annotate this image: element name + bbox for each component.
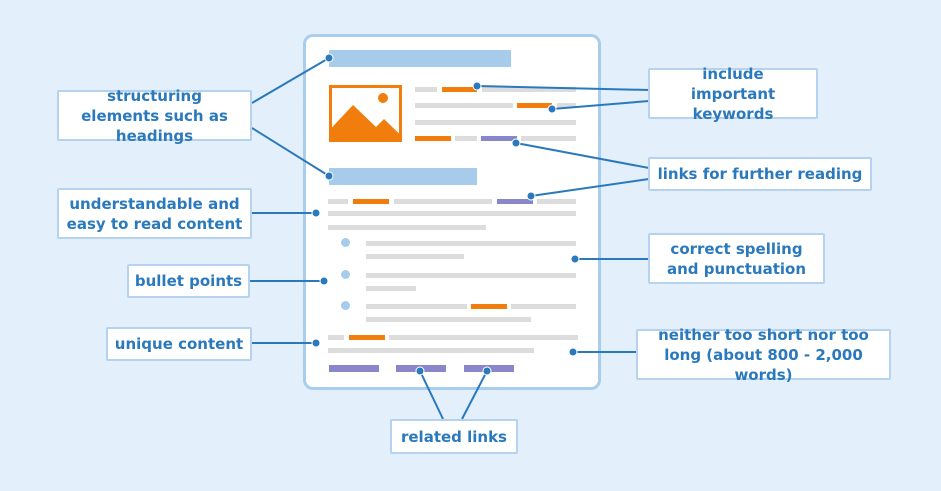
- text-line: [366, 317, 531, 322]
- label-bullet-points: bullet points: [127, 264, 250, 298]
- text-line: [328, 335, 344, 340]
- keyword-mark: [349, 335, 385, 340]
- connector-dot: [526, 191, 536, 201]
- text-line: [455, 136, 477, 141]
- bullet-point: [341, 301, 350, 310]
- keyword-mark: [442, 87, 477, 92]
- heading-bar-1: [329, 50, 511, 67]
- text-line: [328, 225, 486, 230]
- keyword-mark: [415, 136, 451, 141]
- heading-bar-2: [329, 168, 477, 185]
- text-line: [521, 136, 576, 141]
- link-mark[interactable]: [497, 199, 533, 204]
- connector-dot: [415, 366, 425, 376]
- image-placeholder-icon: [329, 85, 402, 142]
- text-line: [511, 304, 576, 309]
- text-line: [394, 199, 492, 204]
- related-link-1[interactable]: [329, 365, 379, 372]
- label-spelling: correct spelling and punctuation: [648, 233, 825, 284]
- text-line: [366, 273, 576, 278]
- text-line: [328, 348, 534, 353]
- link-mark[interactable]: [481, 136, 517, 141]
- keyword-mark: [353, 199, 389, 204]
- label-unique-content: unique content: [106, 327, 252, 361]
- text-line: [557, 103, 576, 108]
- connector-dot: [311, 338, 321, 348]
- connector-dot: [324, 171, 334, 181]
- label-length: neither too short nor too long (about 80…: [636, 326, 891, 384]
- connector-dot: [570, 254, 580, 264]
- connector-dot: [324, 53, 334, 63]
- connector-dot: [568, 347, 578, 357]
- label-readable-content: understandable and easy to read content: [57, 188, 252, 239]
- text-line: [415, 120, 576, 125]
- text-line: [366, 286, 416, 291]
- label-related-links: related links: [390, 419, 518, 454]
- text-line: [537, 199, 576, 204]
- connector-dot: [511, 138, 521, 148]
- connector-dot: [547, 104, 557, 114]
- label-keywords: include important keywords: [648, 65, 818, 123]
- bullet-point: [341, 270, 350, 279]
- connector-dot: [311, 208, 321, 218]
- keyword-mark: [471, 304, 507, 309]
- connector-dot: [472, 81, 482, 91]
- text-line: [366, 241, 576, 246]
- text-line: [389, 335, 578, 340]
- label-headings: structuring elements such as headings: [57, 87, 252, 145]
- bullet-point: [341, 238, 350, 247]
- text-line: [328, 199, 348, 204]
- text-line: [366, 304, 467, 309]
- keyword-mark: [517, 103, 552, 108]
- connector-dot: [319, 276, 329, 286]
- text-line: [366, 254, 464, 259]
- text-line: [415, 103, 513, 108]
- text-line: [415, 87, 437, 92]
- text-line: [328, 211, 576, 216]
- label-further-reading: links for further reading: [648, 157, 872, 191]
- text-line: [482, 87, 576, 92]
- connector-dot: [482, 366, 492, 376]
